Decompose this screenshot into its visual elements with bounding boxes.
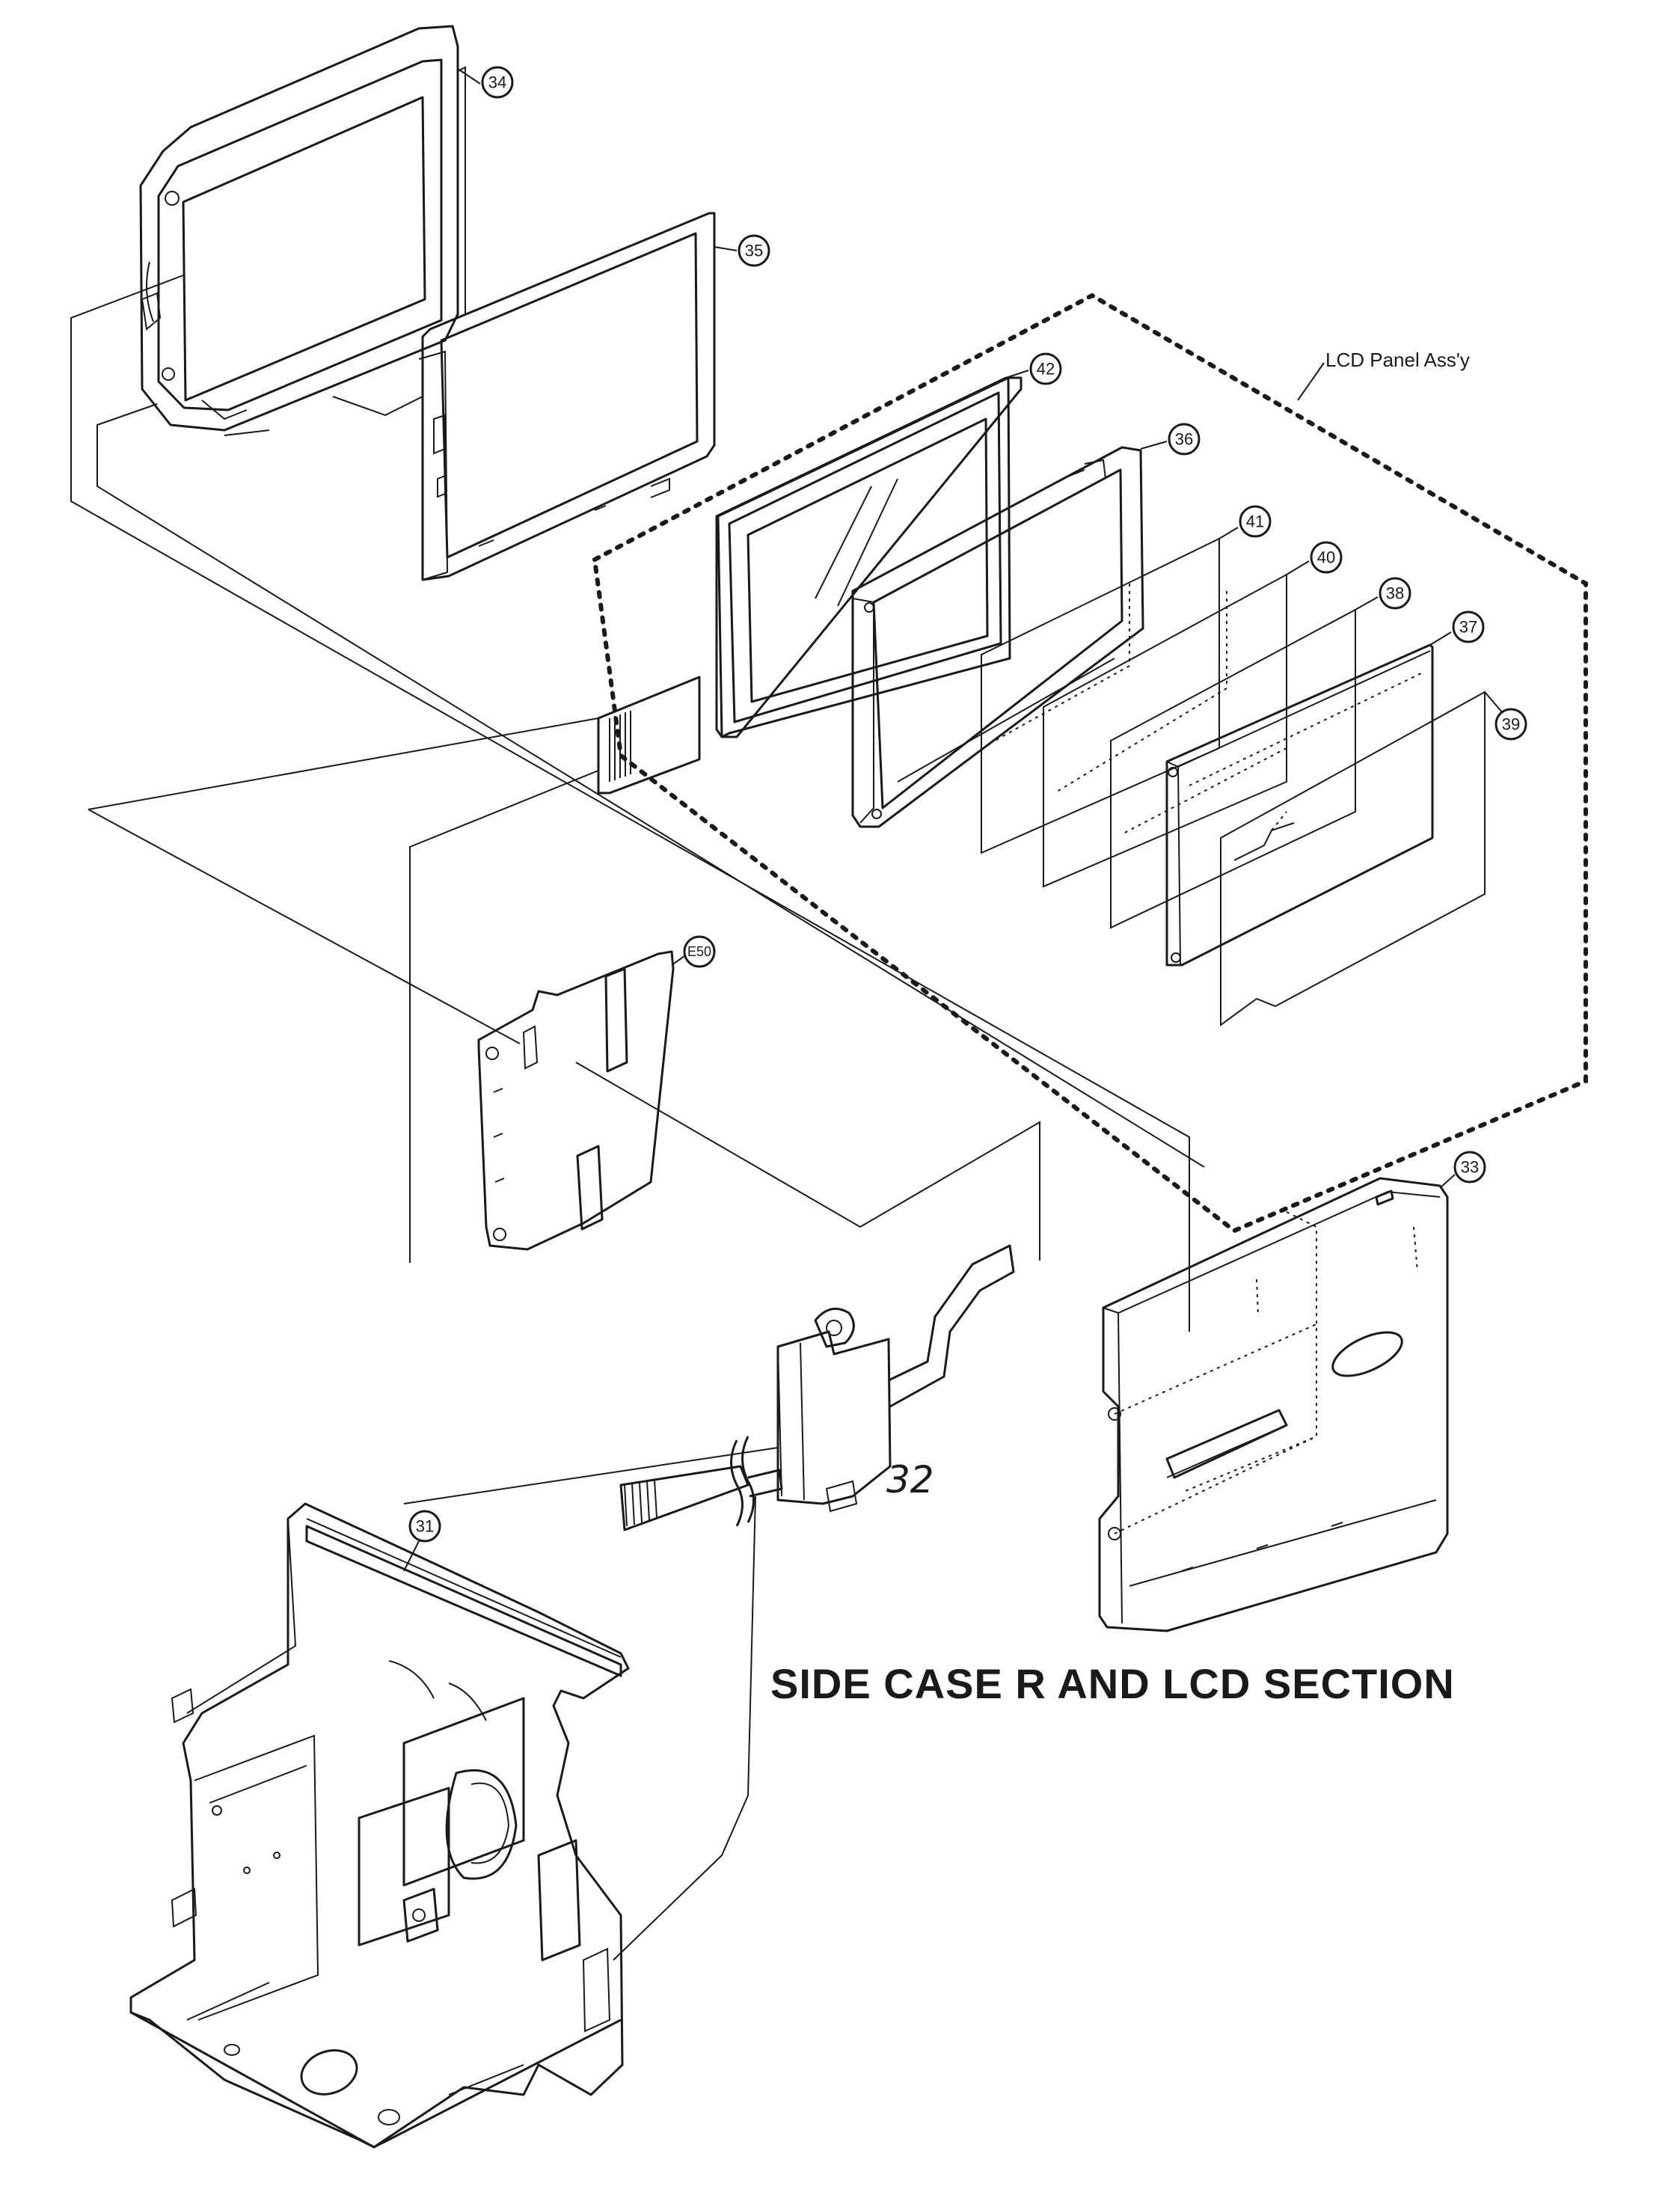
callout-38-label: 38 — [1386, 584, 1404, 603]
part-41-sheet — [981, 537, 1220, 854]
part-40-sheet — [1043, 573, 1287, 888]
part-32-lcd-hinge — [619, 1244, 1015, 1531]
assembly-guide-lines — [70, 275, 1205, 1961]
callout-e50-label: E50 — [687, 944, 711, 959]
callout-35-label: 35 — [745, 242, 763, 260]
part-e50-bracket — [477, 950, 675, 1251]
callout-40-label: 40 — [1317, 548, 1335, 567]
part-31-mechanism-chassis — [129, 1502, 630, 2149]
callout-36-label: 36 — [1175, 430, 1193, 449]
part-36-backlight-frame — [851, 446, 1144, 828]
lcd-panel-assy-label-group: LCD Panel Ass'y — [1297, 349, 1470, 401]
callout-36: 36 — [1140, 423, 1201, 456]
part-32-handwritten-label: 32 — [886, 1458, 934, 1501]
part-37-light-guide — [1165, 643, 1434, 967]
callout-38: 38 — [1355, 577, 1411, 610]
callout-37: 37 — [1429, 610, 1485, 646]
callout-39-label: 39 — [1502, 715, 1520, 734]
callout-31-label: 31 — [416, 1517, 434, 1536]
callout-34: 34 — [457, 66, 514, 99]
part-35-frame-bracket — [418, 212, 716, 581]
part-34-lcd-frame — [139, 25, 466, 432]
callout-34-label: 34 — [488, 73, 506, 92]
callout-39: 39 — [1484, 691, 1527, 741]
callout-35: 35 — [714, 234, 770, 267]
part-42-lcd-glass — [597, 376, 1023, 795]
callout-31: 31 — [403, 1510, 441, 1572]
callout-e50: E50 — [671, 935, 716, 968]
callout-41: 41 — [1218, 505, 1272, 539]
callout-42: 42 — [1005, 352, 1062, 385]
callout-33-label: 33 — [1461, 1158, 1479, 1177]
part-33-side-case-r — [1098, 1177, 1449, 1632]
part-39-reflector — [1220, 691, 1486, 1026]
lcd-panel-assy-label: LCD Panel Ass'y — [1325, 349, 1470, 371]
callout-33: 33 — [1439, 1151, 1486, 1189]
callout-37-label: 37 — [1459, 618, 1477, 637]
lcd-panel-assy-boundary — [592, 293, 1588, 1234]
callout-41-label: 41 — [1246, 512, 1264, 531]
diagram-title: SIDE CASE R AND LCD SECTION — [770, 1660, 1455, 1707]
part-38-sheet — [1110, 608, 1356, 929]
callout-40: 40 — [1286, 541, 1343, 575]
callout-42-label: 42 — [1037, 360, 1055, 379]
